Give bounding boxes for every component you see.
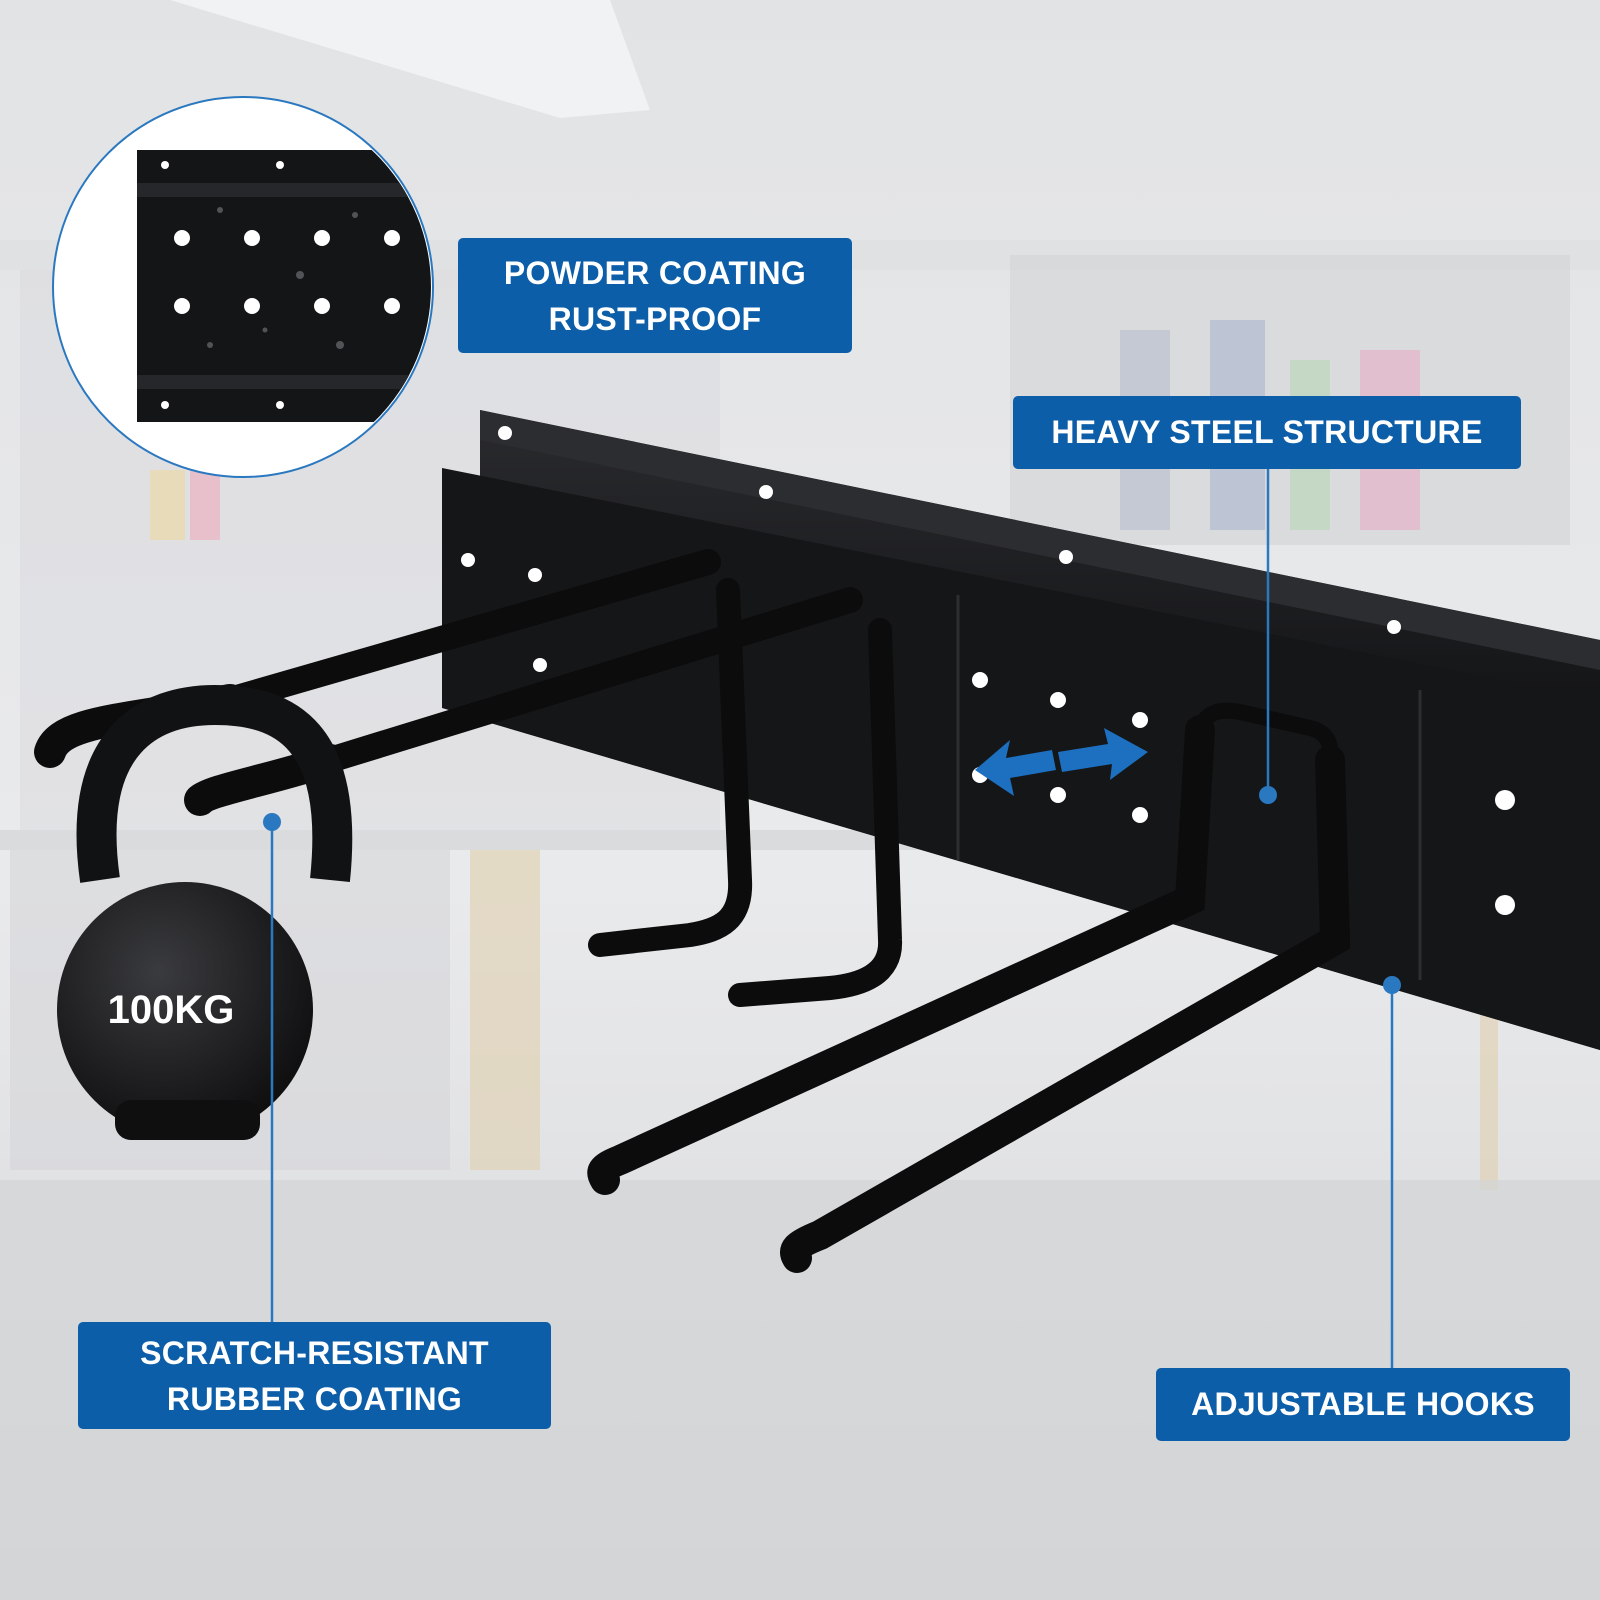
powder-coating-detail-inset	[52, 96, 434, 478]
callout-powder-line2: RUST-PROOF	[548, 300, 762, 337]
kettlebell	[57, 684, 353, 1140]
kettlebell-weight-label: 100KG	[107, 988, 235, 1032]
adjust-direction-arrows	[975, 728, 1148, 796]
callout-heavy-steel: HEAVY STEEL STRUCTURE	[1013, 396, 1521, 469]
callout-adjustable-hooks: ADJUSTABLE HOOKS	[1156, 1368, 1570, 1441]
callout-adjust-text: ADJUSTABLE HOOKS	[1191, 1386, 1535, 1422]
callout-powder-line1: POWDER COATING	[503, 254, 807, 291]
callout-steel-text: HEAVY STEEL STRUCTURE	[1051, 414, 1483, 450]
callout-leader-lines	[263, 469, 1401, 1368]
callout-scratch-resistant: SCRATCH-RESISTANT RUBBER COATING	[78, 1322, 551, 1429]
callout-scratch-line1: SCRATCH-RESISTANT	[140, 1334, 489, 1371]
callout-scratch-line2: RUBBER COATING	[166, 1380, 463, 1417]
long-hooks-right	[587, 702, 1351, 1273]
callout-powder-coating: POWDER COATING RUST-PROOF	[458, 238, 852, 353]
